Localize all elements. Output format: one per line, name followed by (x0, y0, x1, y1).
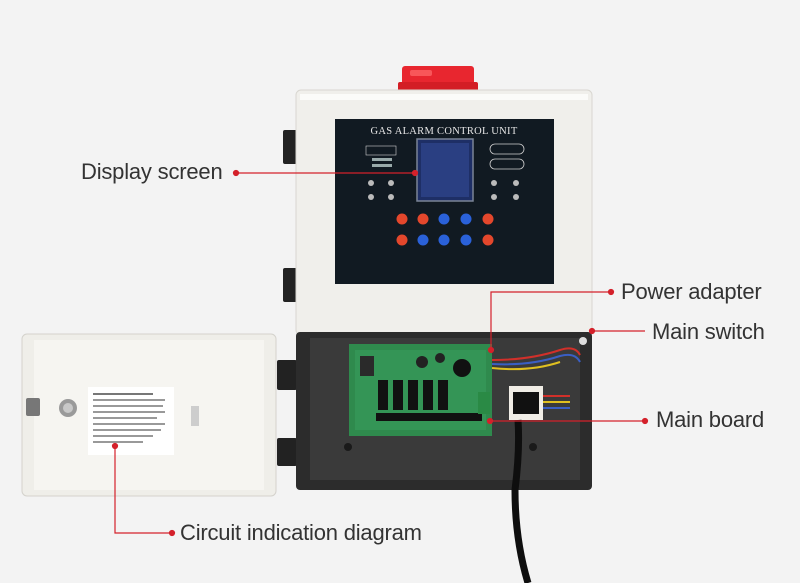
alarm-beacon (398, 66, 478, 92)
opened-door (21, 333, 277, 497)
label-main-switch: Main switch (652, 319, 765, 344)
hinge-lower (277, 360, 297, 466)
hinge-top (283, 130, 297, 164)
label-main-board: Main board (656, 407, 765, 432)
wires (491, 347, 581, 409)
main-board (349, 344, 492, 436)
callout-line-diagram (114, 446, 172, 534)
label-power-adapter: Power adapter (621, 279, 762, 304)
callout-lines (111, 169, 649, 537)
main-switch-knob (579, 337, 587, 345)
panel-title: GAS ALARM CONTROL UNIT (370, 126, 517, 137)
circuit-diagram-sticker (88, 387, 174, 455)
callout-line-power (490, 291, 611, 350)
label-circuit-diagram: Circuit indication diagram (180, 520, 422, 545)
hinge-middle (283, 268, 297, 302)
power-adapter (509, 386, 543, 420)
control-panel: GAS ALARM CONTROL UNIT (335, 119, 554, 284)
power-cable (511, 419, 532, 583)
label-display-screen: Display screen (81, 159, 223, 184)
